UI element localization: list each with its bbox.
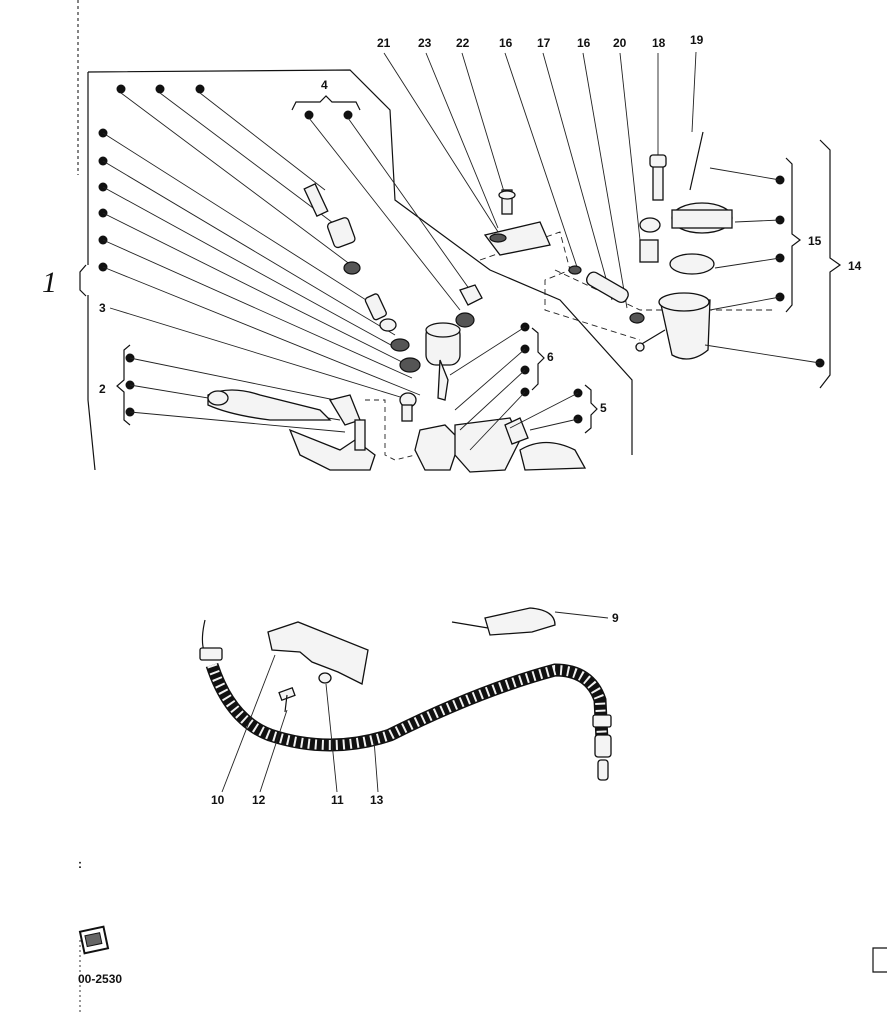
callout-18: 18 [652,36,666,50]
callout-6: 6 [547,350,554,364]
brake-hose-assembly [199,607,612,781]
callout-21: 21 [377,36,391,50]
callout-22: 22 [456,36,470,50]
callout-23: 23 [418,36,432,50]
bracket-6 [531,327,545,391]
callout-15: 15 [808,234,822,248]
bracket-15 [785,157,801,313]
callout-4: 4 [321,78,328,92]
reference-code: 00-2530 [78,972,122,986]
left-leaders [98,84,421,396]
callout-14: 14 [848,259,862,273]
bracket-14 [819,139,842,389]
callout-3: 3 [99,301,106,315]
handwritten-assembly-mark: 1 [42,266,57,299]
callout-2: 2 [99,382,106,396]
assembly-outline [87,69,633,455]
callout-16b: 16 [577,36,591,50]
eng-stamp-icon [78,925,110,955]
bracket-2 [116,344,131,426]
master-cylinder-parts [207,183,587,473]
callout-13: 13 [370,793,384,807]
callout-19: 19 [690,33,704,47]
callout-9: 9 [612,611,619,625]
callout-10: 10 [211,793,225,807]
bracket-1 [79,264,87,297]
page-corner-mark [872,947,887,973]
callout-12: 12 [252,793,266,807]
callout-20: 20 [613,36,627,50]
callout-17: 17 [537,36,551,50]
callout-5: 5 [600,401,607,415]
callout-16a: 16 [499,36,513,50]
reservoir-parts [483,131,733,360]
callout-11: 11 [331,793,344,807]
colon-mark: : [78,857,82,871]
bracket-5 [584,384,598,434]
top-leaders [383,51,697,309]
bracket-4 [291,95,361,111]
